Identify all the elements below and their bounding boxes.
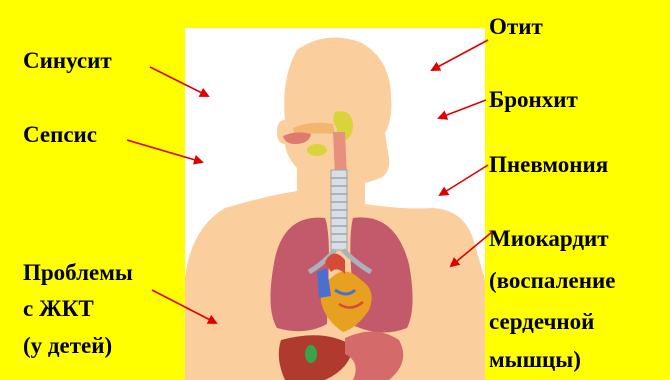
- label-gi-line2: с ЖКТ: [20, 296, 97, 321]
- label-otitis: Отит: [486, 14, 546, 39]
- label-gi-line1: Проблемы: [20, 260, 136, 285]
- gallbladder: [305, 345, 317, 363]
- label-myocarditis-line1: Миокардит: [486, 226, 612, 251]
- label-sepsis: Сепсис: [20, 122, 100, 147]
- label-myocarditis-line3: сердечной: [486, 309, 597, 334]
- label-myocarditis-line4: мышцы): [486, 347, 584, 372]
- salivary-gland-lower: [307, 144, 327, 156]
- label-sinusitis: Синусит: [20, 48, 115, 73]
- label-pneumonia: Пневмония: [486, 152, 611, 177]
- label-bronchitis: Бронхит: [486, 87, 581, 112]
- body-illustration: [185, 28, 485, 380]
- label-gi-line3: (у детей): [20, 333, 115, 358]
- label-myocarditis-line2: (воспаление: [486, 268, 618, 293]
